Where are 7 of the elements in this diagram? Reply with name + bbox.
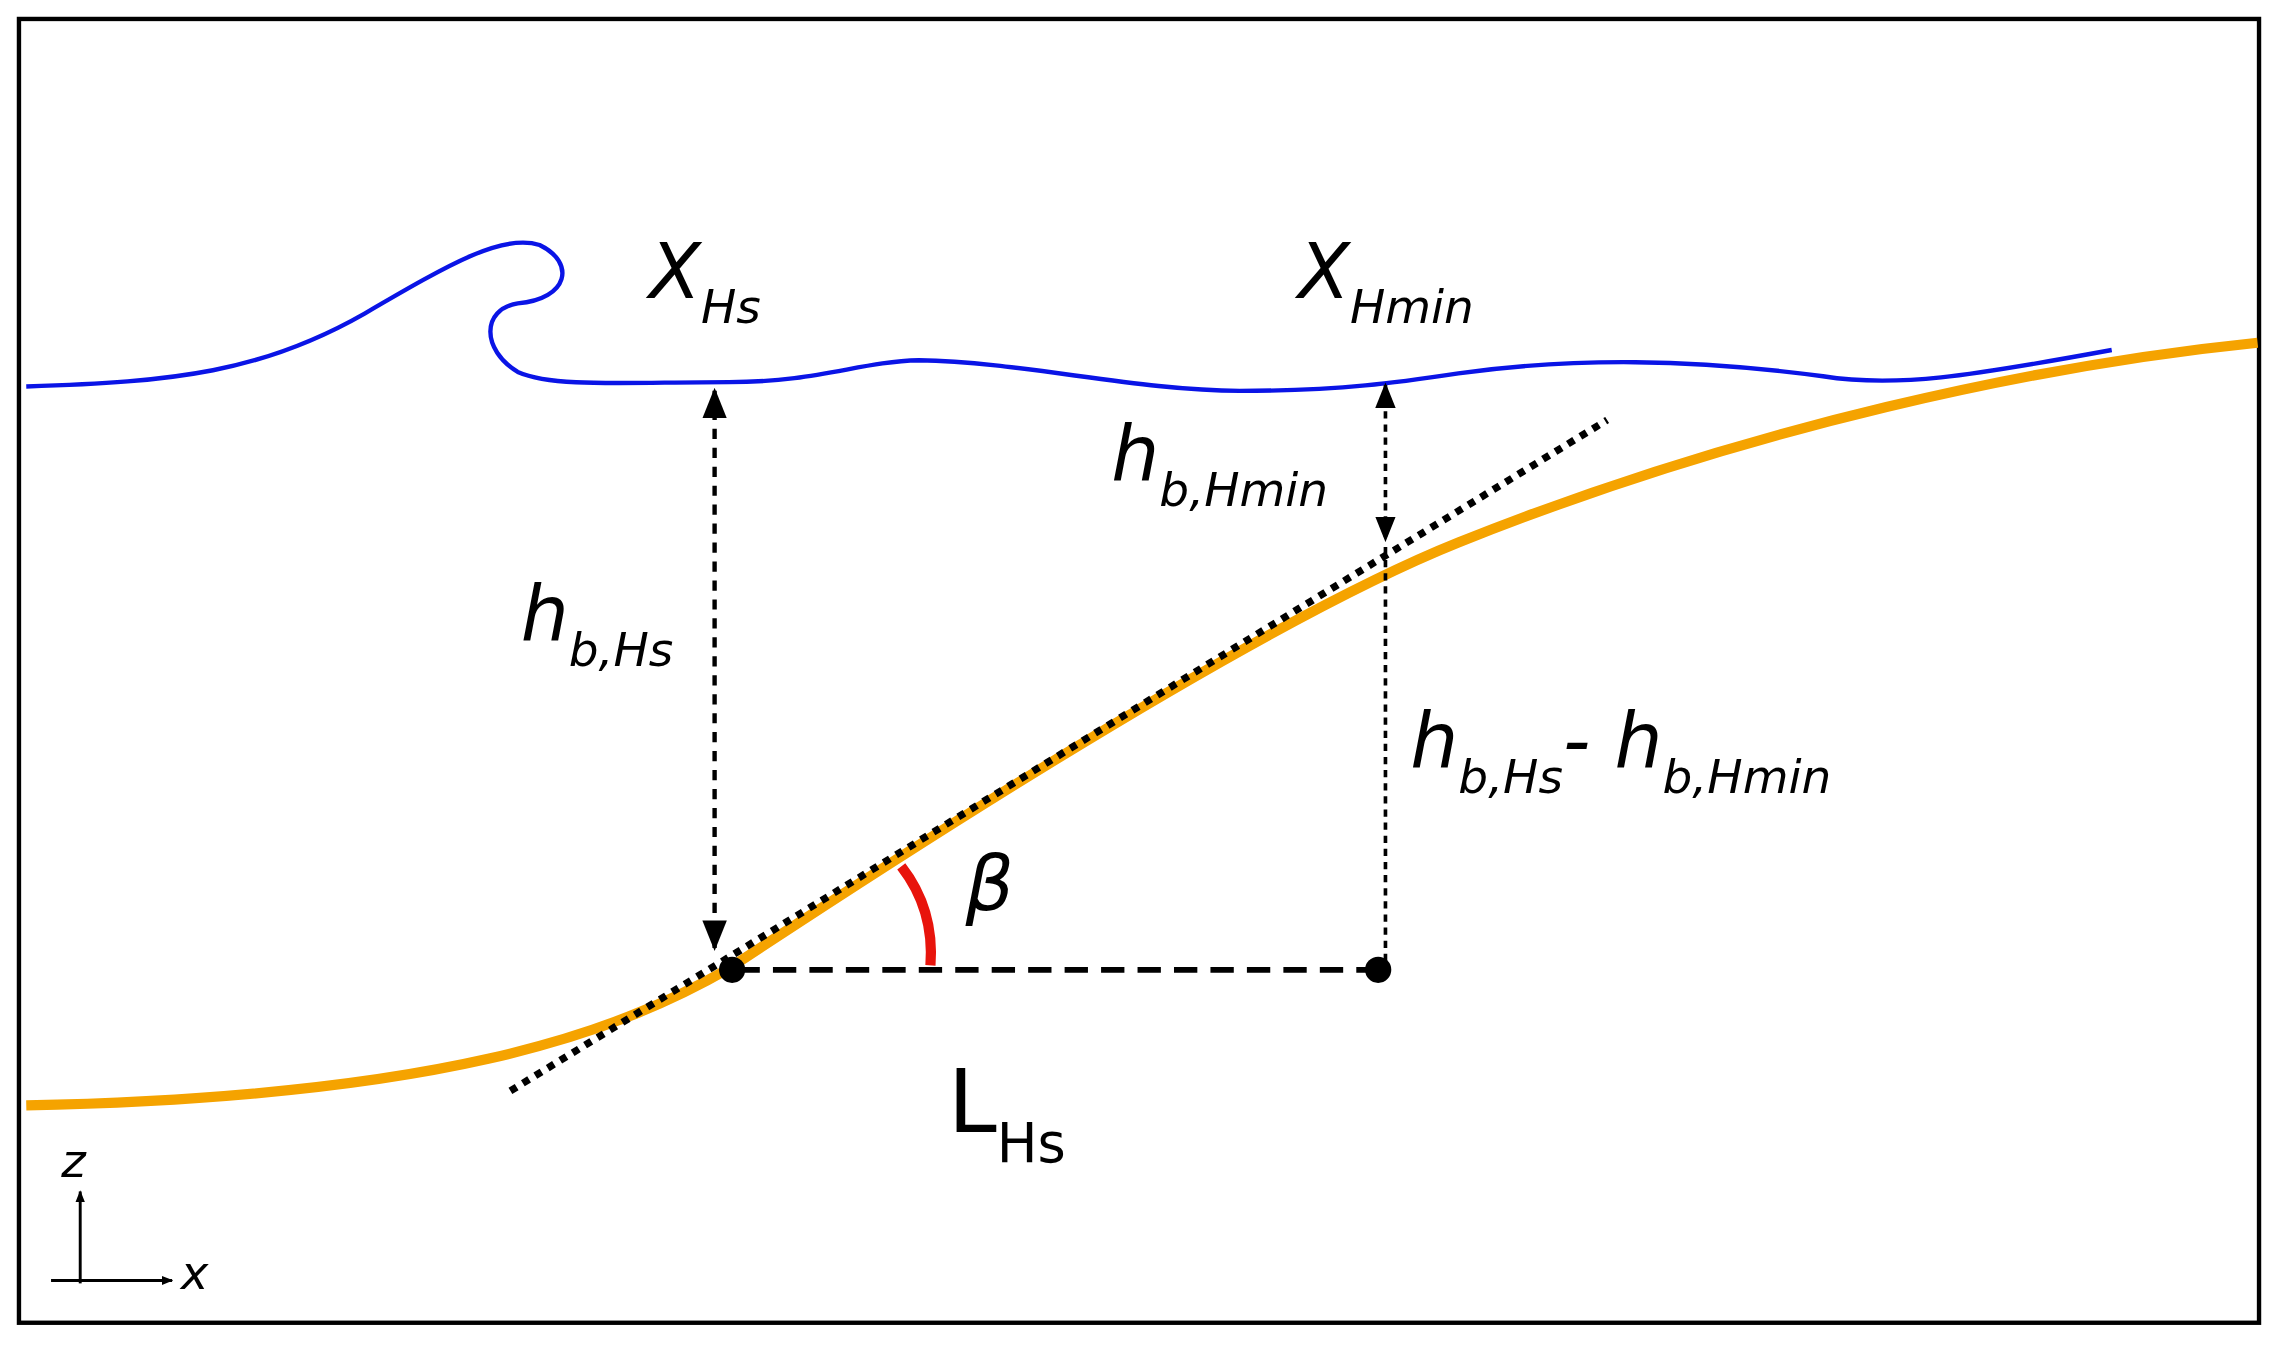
axis-label: x — [180, 1249, 209, 1297]
axis-label: z — [61, 1137, 86, 1185]
symbol-label: h$_{b,Hs}$- h$_{b,Hmin}$ — [1410, 702, 1832, 801]
symbol-label: h$_{b,Hmin}$ — [1111, 415, 1329, 514]
symbol-label: X$_{Hmin}$ — [1297, 233, 1474, 331]
symbol-label: L$_{Hs}$ — [947, 1057, 1066, 1171]
symbol-label: h$_{b,Hs}$ — [520, 576, 674, 674]
